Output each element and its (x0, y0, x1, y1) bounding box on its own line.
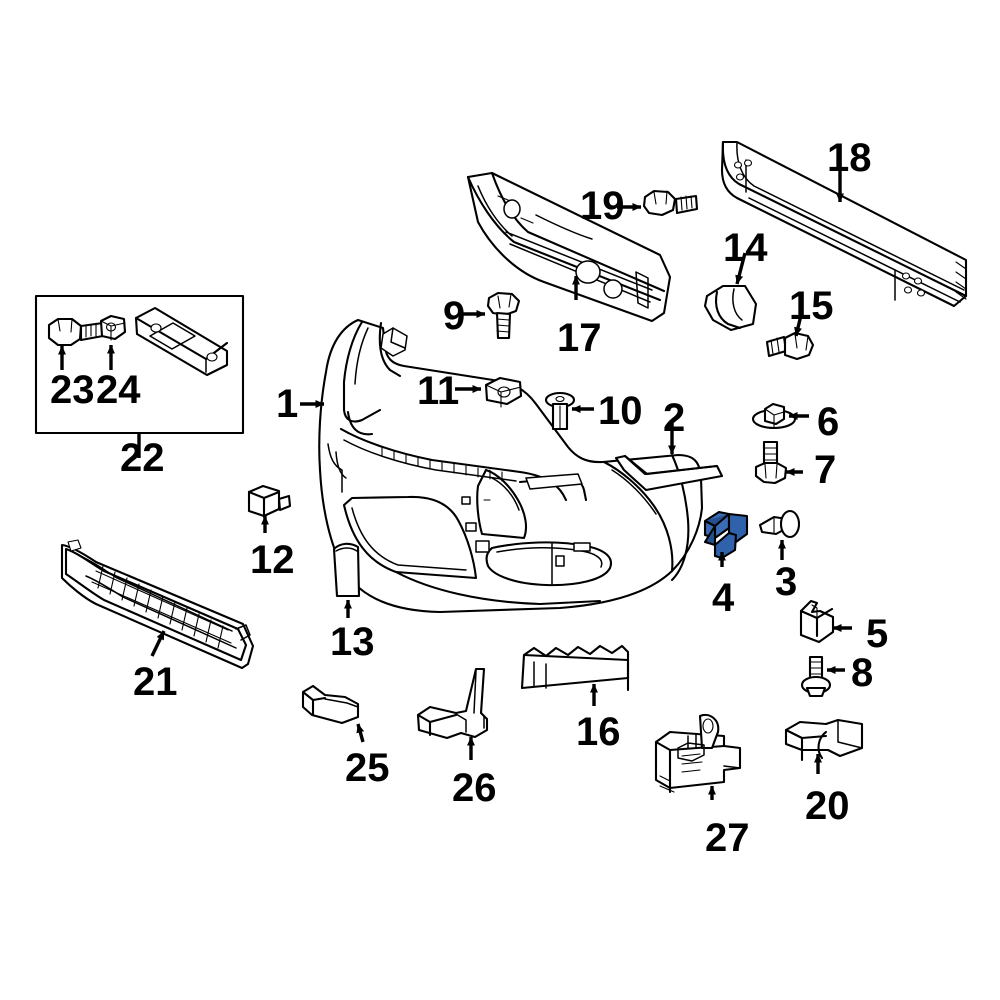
callout-2[interactable]: 2 (663, 396, 686, 440)
callout-10[interactable]: 10 (598, 389, 643, 433)
part-10-push-pin-rivet (544, 391, 594, 431)
callout-8[interactable]: 8 (851, 651, 874, 695)
part-18-bumper-reinforcement-beam (720, 140, 968, 308)
callout-12[interactable]: 12 (250, 538, 295, 582)
part-21-lower-grille (60, 539, 255, 670)
part-9-hex-flange-bolt (463, 291, 521, 340)
callout-24[interactable]: 24 (96, 368, 141, 412)
part-26-seal-retainer-right (416, 667, 489, 760)
part-27-headlamp-washer-actuator (654, 713, 742, 800)
callout-19[interactable]: 19 (580, 184, 625, 228)
part-6-push-nut (751, 402, 809, 430)
part-25-seal-retainer-left (301, 684, 365, 743)
part-8-screw (800, 655, 845, 698)
callout-23[interactable]: 23 (50, 368, 95, 412)
part-13-filler-panel (332, 542, 361, 618)
callout-5[interactable]: 5 (866, 612, 889, 656)
callout-11[interactable]: 11 (417, 369, 460, 413)
part-11-clip-nut (455, 376, 523, 408)
callout-7[interactable]: 7 (814, 448, 837, 492)
callout-1[interactable]: 1 (276, 382, 299, 426)
callout-27[interactable]: 27 (705, 816, 750, 860)
part-7-mounting-bolt (754, 440, 803, 485)
callout-9[interactable]: 9 (443, 294, 466, 338)
callout-4[interactable]: 4 (712, 576, 735, 620)
callout-25[interactable]: 25 (345, 746, 390, 790)
callout-6[interactable]: 6 (817, 400, 840, 444)
part-5-side-retainer (799, 599, 852, 644)
part-15-reinforcement-bolt (765, 310, 815, 361)
part-12-side-bracket (247, 484, 292, 533)
callout-26[interactable]: 26 (452, 766, 497, 810)
part-22-group (34, 294, 245, 458)
callout-18[interactable]: 18 (827, 136, 872, 180)
part-20-park-sensor-retainer (784, 718, 864, 774)
part-14-impact-bracket (703, 252, 758, 332)
callout-14[interactable]: 14 (723, 226, 768, 270)
part-19-reinforcement-bolt-upper (617, 189, 699, 217)
callout-17[interactable]: 17 (557, 316, 602, 360)
callout-3[interactable]: 3 (775, 560, 798, 604)
part-24-nut (99, 314, 127, 341)
part-3-retainer-clip (758, 509, 801, 560)
callout-15[interactable]: 15 (789, 284, 834, 328)
callout-13[interactable]: 13 (330, 620, 375, 664)
part-1-front-bumper-cover (300, 318, 704, 614)
part-4-bumper-bracket-highlighted (703, 510, 749, 567)
license-plate-bracket (134, 306, 229, 377)
part-23-bolt (47, 317, 105, 347)
callout-21[interactable]: 21 (133, 660, 178, 704)
callout-16[interactable]: 16 (576, 710, 621, 754)
part-2-bumper-trim-strip (614, 422, 724, 492)
callout-20[interactable]: 20 (805, 784, 850, 828)
callout-22[interactable]: 22 (120, 436, 165, 480)
part-16-lower-absorber (520, 644, 630, 706)
part-17-energy-absorber (466, 171, 672, 323)
